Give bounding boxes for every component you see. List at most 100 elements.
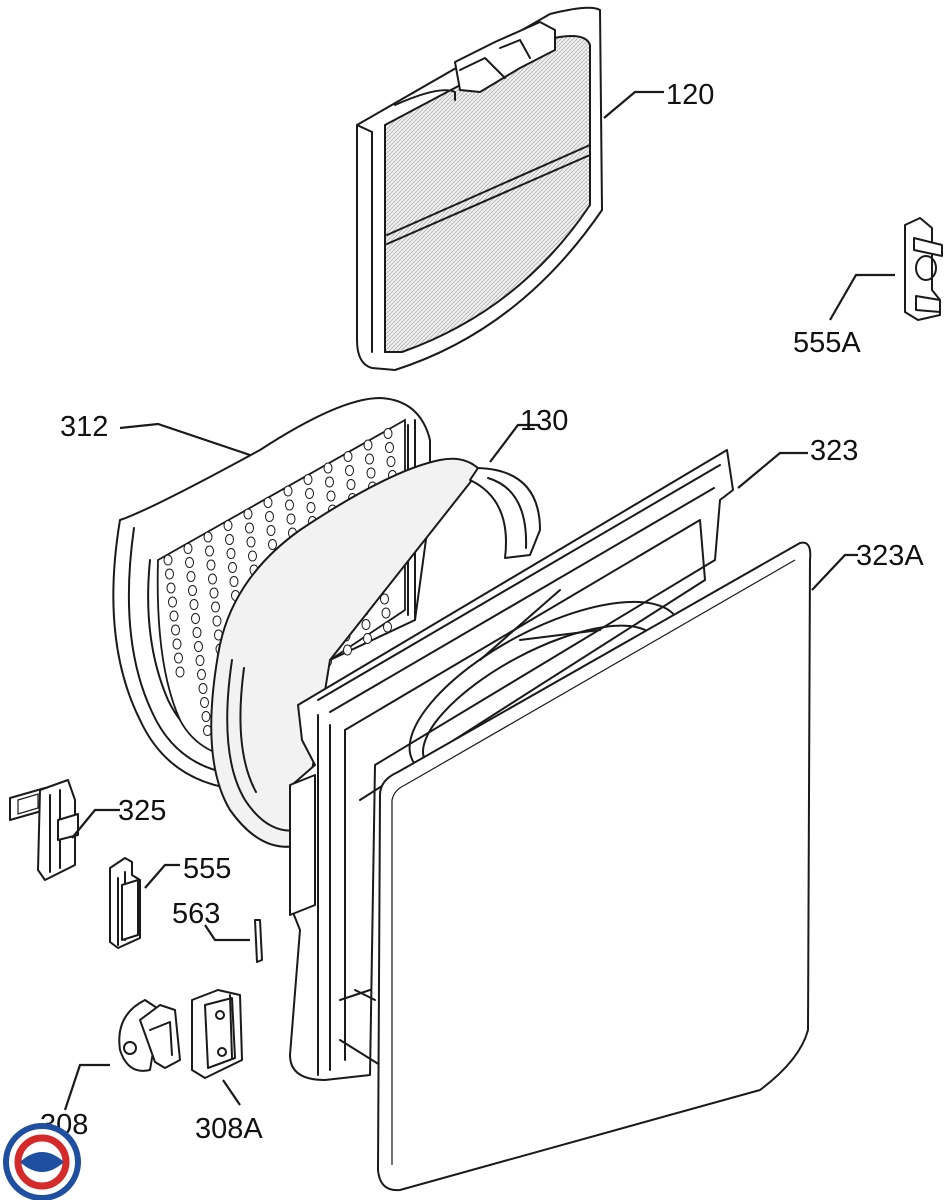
perforation-hole: [361, 619, 371, 630]
perforation-hole: [383, 428, 393, 439]
pin-563-part: [254, 919, 263, 963]
leader-130: [489, 423, 540, 463]
perforation-hole: [383, 621, 392, 633]
perforation-hole: [228, 562, 237, 573]
perforation-hole: [197, 669, 206, 680]
perforation-hole: [205, 545, 214, 557]
perforation-hole: [200, 697, 209, 708]
perforation-hole: [183, 543, 193, 554]
perforation-hole: [188, 585, 197, 596]
perforation-hole: [380, 593, 389, 605]
callout-130: 130: [520, 405, 568, 437]
perforation-hole: [212, 615, 222, 627]
perforation-hole: [265, 511, 274, 522]
perforation-hole: [174, 652, 183, 664]
perforation-hole: [191, 613, 200, 624]
callout-555: 555: [183, 853, 231, 885]
callout-120: 120: [666, 79, 714, 111]
leader-120: [603, 90, 664, 119]
leader-312: [119, 422, 251, 457]
perforation-hole: [189, 599, 199, 610]
perforation-hole: [243, 508, 253, 520]
leader-323: [737, 451, 808, 489]
hinge-308-part: [118, 999, 181, 1072]
perforation-hole: [225, 534, 234, 545]
perforation-hole: [306, 502, 316, 513]
leader-308: [63, 1063, 110, 1111]
perforation-hole: [206, 559, 216, 571]
perforation-hole: [266, 525, 276, 536]
perforation-hole: [248, 550, 257, 562]
perforation-hole: [198, 683, 208, 694]
perforation-hole: [226, 548, 236, 559]
perforation-hole: [203, 531, 213, 543]
callout-323a: 323A: [856, 540, 924, 572]
perforation-hole: [185, 557, 194, 568]
perforation-hole: [303, 474, 313, 485]
callout-312: 312: [60, 411, 108, 443]
perforation-hole: [163, 554, 173, 566]
callout-323: 323: [810, 435, 858, 467]
latch-325-part: [9, 779, 79, 881]
leader-563: [204, 924, 250, 942]
perforation-hole: [365, 453, 374, 465]
perforation-hole: [169, 610, 179, 622]
perforation-hole: [381, 607, 391, 619]
perforation-hole: [325, 476, 334, 488]
perforation-hole: [386, 456, 396, 467]
perforation-hole: [166, 582, 176, 594]
perforation-hole: [245, 522, 254, 534]
perforation-hole: [343, 451, 353, 462]
callout-555a: 555A: [793, 327, 861, 359]
perforation-hole: [323, 462, 333, 474]
perforation-hole: [208, 573, 217, 585]
perforation-hole: [343, 644, 352, 656]
leader-323a: [811, 553, 858, 591]
perforation-hole: [346, 479, 356, 490]
perforation-hole: [326, 490, 336, 502]
perforation-hole: [168, 596, 177, 608]
perforation-hole: [268, 539, 277, 550]
perforation-hole: [195, 655, 205, 666]
perforation-hole: [345, 465, 354, 476]
leader-308a: [222, 1079, 241, 1106]
perforation-hole: [172, 638, 182, 650]
holder-555-part: [109, 857, 141, 949]
perforation-hole: [305, 488, 314, 499]
perforation-hole: [285, 499, 294, 511]
leader-555a: [829, 273, 895, 321]
gasket-130-part: [210, 457, 541, 848]
leader-325: [71, 808, 120, 839]
perforation-hole: [209, 587, 219, 599]
perforation-hole: [385, 442, 394, 453]
leader-555: [144, 863, 180, 889]
callout-308a: 308A: [195, 1113, 263, 1145]
brand-logo-icon: [3, 1123, 81, 1200]
perforation-hole: [363, 633, 372, 644]
perforation-hole: [223, 520, 233, 531]
perforation-hole: [194, 641, 203, 652]
filter-120-part: [356, 6, 603, 371]
perforation-hole: [186, 571, 196, 582]
perforation-hole: [175, 666, 185, 678]
perforation-hole: [246, 536, 256, 548]
perforation-hole: [192, 627, 202, 638]
perforation-hole: [165, 568, 174, 580]
perforation-hole: [286, 513, 296, 525]
clip-555a-part: [904, 217, 943, 321]
callout-563: 563: [172, 898, 220, 930]
callout-325: 325: [118, 795, 166, 827]
perforation-hole: [201, 711, 211, 722]
hinge-plate-308a-part: [191, 989, 243, 1079]
inner-door-323-part: [289, 449, 734, 1081]
perforation-hole: [283, 485, 293, 497]
outer-door-323a-part: [377, 541, 812, 1192]
perforation-hole: [229, 576, 239, 587]
perforation-hole: [366, 467, 376, 479]
perforation-hole: [363, 439, 373, 451]
perforation-hole: [211, 601, 220, 613]
perforation-hole: [171, 624, 180, 636]
perforation-hole: [263, 497, 273, 508]
